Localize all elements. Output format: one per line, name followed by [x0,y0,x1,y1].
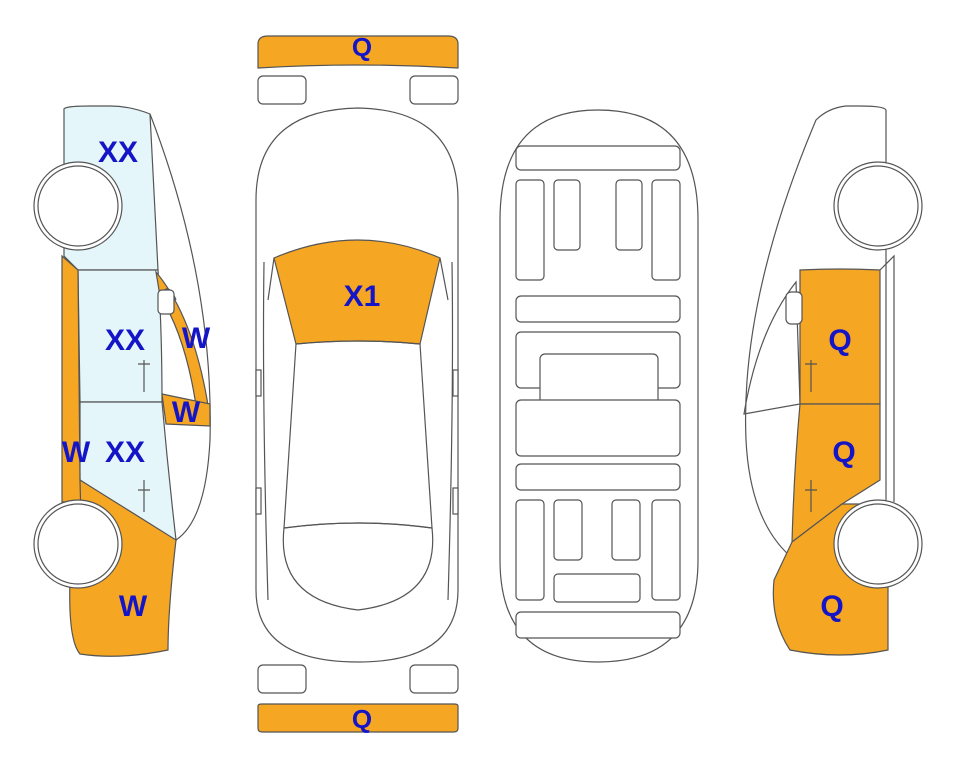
right-front-door-label: Q [832,436,855,469]
rear-right-light [409,664,459,694]
left-front-fender-label: W [119,590,148,623]
rear-left-light [257,664,307,694]
left-rear-door-label: XX [105,324,145,357]
hood-label: X1 [344,280,381,313]
front-bumper[interactable] [257,35,459,69]
rear-bumper-label: Q [352,704,372,734]
left-rear-quarter-label: XX [98,136,138,169]
left-window-rear-label: W [182,322,211,355]
left-side-view [33,105,211,657]
rear-bumper[interactable] [257,703,459,733]
left-rocker-label: W [62,436,91,469]
right-front-fender-label: Q [820,590,843,623]
front-right-light [409,75,459,105]
left-front-door-label: XX [105,436,145,469]
front-left-light [257,75,307,105]
right-rear-door[interactable] [799,268,881,405]
right-side-view [743,105,923,656]
left-window-front-label: W [172,396,201,429]
top-view-car [255,107,459,663]
right-rear-door-label: Q [828,324,851,357]
underside-view [499,109,699,663]
front-bumper-label: Q [352,32,372,62]
